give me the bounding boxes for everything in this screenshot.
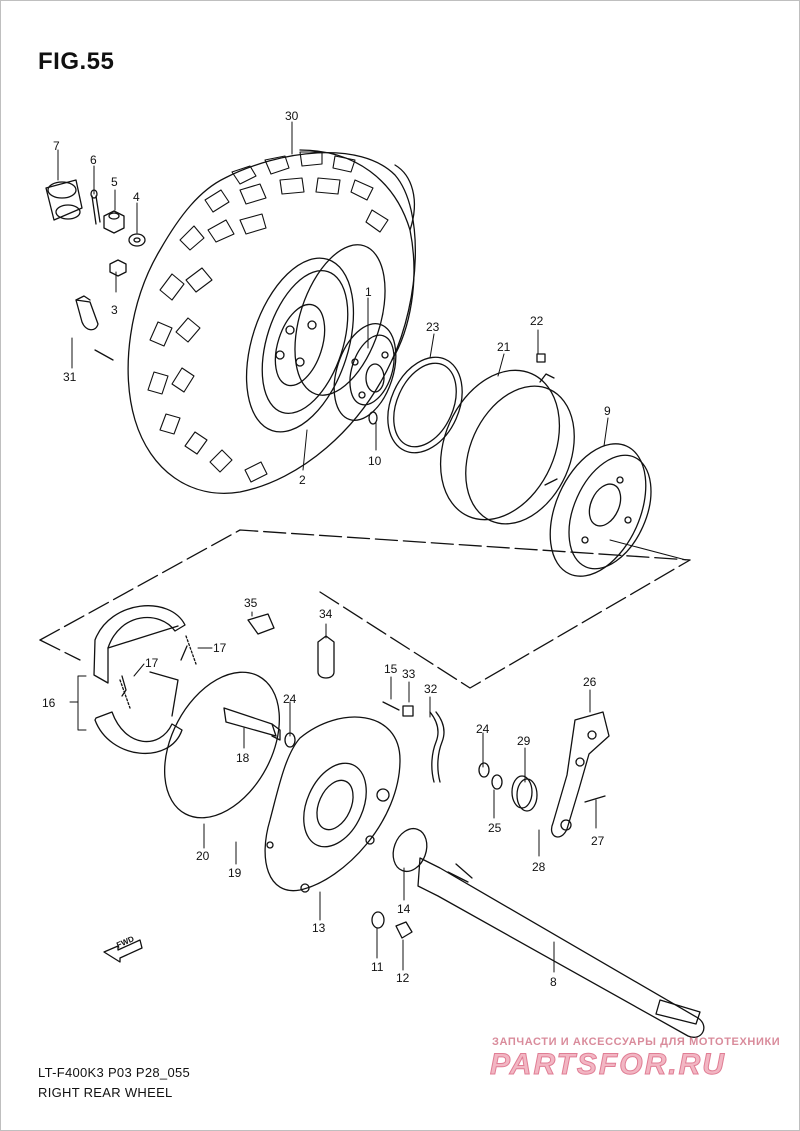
watermark-tagline: ЗАПЧАСТИ И АКСЕССУАРЫ ДЛЯ МОТОТЕХНИКИ bbox=[492, 1036, 781, 1048]
callout-2: 2 bbox=[299, 473, 306, 487]
callout-5: 5 bbox=[111, 175, 118, 189]
leader-lines bbox=[57, 121, 687, 973]
callout-23: 23 bbox=[426, 320, 440, 334]
callout-20: 20 bbox=[196, 849, 210, 863]
watermark-brand: PARTSFOR.RU bbox=[490, 1048, 726, 1082]
callout-9: 9 bbox=[604, 404, 611, 418]
callout-labels: 30 7 6 5 4 3 31 1 23 22 21 10 2 9 35 34 … bbox=[42, 109, 611, 989]
washer-drawing bbox=[371, 911, 385, 929]
callout-4: 4 bbox=[133, 190, 140, 204]
drum-cover-drawing bbox=[439, 353, 575, 525]
small-fittings-drawing bbox=[121, 613, 445, 783]
o-ring-drawing bbox=[368, 411, 378, 425]
callout-14: 14 bbox=[397, 902, 411, 916]
big-o-ring-drawing bbox=[163, 671, 281, 819]
callout-35: 35 bbox=[244, 596, 258, 610]
fwd-arrow-icon bbox=[103, 939, 143, 963]
callout-17: 17 bbox=[213, 641, 227, 655]
callout-27: 27 bbox=[591, 834, 605, 848]
callout-15: 15 bbox=[384, 662, 398, 676]
callout-1: 1 bbox=[365, 285, 372, 299]
callout-10: 10 bbox=[368, 454, 382, 468]
seal-ring-drawing bbox=[387, 356, 463, 454]
callout-21: 21 bbox=[497, 340, 511, 354]
brake-lever-drawing bbox=[550, 711, 610, 838]
callout-30: 30 bbox=[285, 109, 299, 123]
callout-22: 22 bbox=[530, 314, 544, 328]
callout-11: 11 bbox=[371, 960, 384, 974]
spring-washers-drawing bbox=[284, 732, 538, 812]
brake-drum-drawing bbox=[549, 443, 652, 577]
callout-17b: 17 bbox=[145, 656, 159, 670]
assembly-outline bbox=[39, 349, 691, 689]
brake-panel-drawing bbox=[264, 716, 401, 893]
callout-26: 26 bbox=[583, 675, 597, 689]
callout-6: 6 bbox=[90, 153, 97, 167]
brake-shoes-drawing bbox=[93, 605, 197, 754]
callout-3: 3 bbox=[111, 303, 118, 317]
callout-8: 8 bbox=[550, 975, 557, 989]
callout-13: 13 bbox=[312, 921, 326, 935]
axle-drawing bbox=[392, 827, 705, 1038]
figure-title: FIG.55 bbox=[38, 48, 115, 75]
callout-16: 16 bbox=[42, 696, 56, 710]
small-parts-drawing bbox=[45, 179, 146, 331]
bolt-drawing bbox=[395, 921, 413, 939]
tire-drawing bbox=[127, 149, 417, 494]
model-code: LT-F400K3 P03 P28_055 bbox=[38, 1065, 191, 1080]
callout-29: 29 bbox=[517, 734, 531, 748]
callout-33: 33 bbox=[402, 667, 416, 681]
callout-25: 25 bbox=[488, 821, 502, 835]
hub-drawing bbox=[333, 323, 397, 421]
callout-19: 19 bbox=[228, 866, 242, 880]
callout-32: 32 bbox=[424, 682, 438, 696]
callout-18: 18 bbox=[236, 751, 250, 765]
callout-12: 12 bbox=[396, 971, 410, 985]
callout-7: 7 bbox=[53, 139, 60, 153]
callout-34: 34 bbox=[319, 607, 333, 621]
callout-24b: 24 bbox=[476, 722, 490, 736]
callout-28: 28 bbox=[532, 860, 546, 874]
figure-subtitle: RIGHT REAR WHEEL bbox=[38, 1085, 173, 1100]
cam-shaft-drawing bbox=[223, 707, 281, 741]
fwd-label: FWD bbox=[115, 934, 136, 950]
callout-24: 24 bbox=[283, 692, 297, 706]
callout-31: 31 bbox=[63, 370, 77, 384]
